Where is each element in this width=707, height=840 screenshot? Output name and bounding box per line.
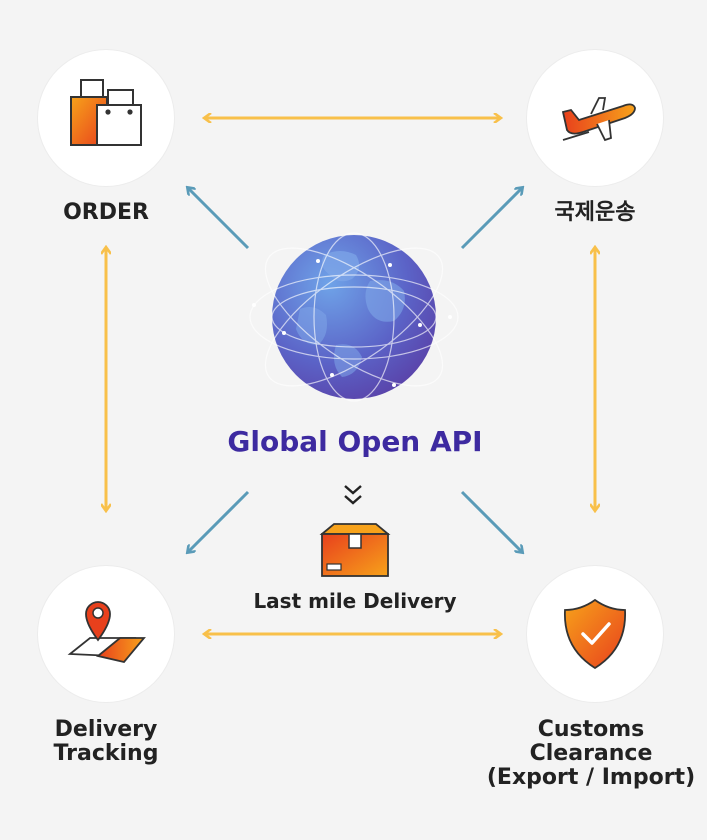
arrow-hub-order (188, 188, 250, 250)
order-label: ORDER (20, 201, 192, 225)
customs-node (527, 566, 663, 702)
double-chevron-down-icon (344, 485, 362, 505)
airplane-icon (561, 97, 636, 142)
customs-label-line-3: (Export / Import) (486, 765, 696, 790)
order-label-line-1: ORDER (63, 200, 149, 225)
map-pin-icon (67, 601, 146, 664)
arrow-hub-tracking (188, 490, 250, 552)
tracking-node (38, 566, 174, 702)
customs-label-line-2: Clearance (529, 741, 653, 766)
customs-label-line-1: Customs (537, 717, 645, 742)
hub-title: Global Open API (227, 425, 483, 458)
shopping-bags-icon (70, 79, 142, 146)
tracking-label: Delivery Tracking (8, 718, 204, 766)
shipping-label-line-1: 국제운송 (554, 200, 636, 225)
shield-check-icon (564, 598, 626, 670)
shipping-label: 국제운송 (509, 201, 681, 225)
last-mile-label: Last mile Delivery (253, 589, 457, 613)
arrow-hub-customs (460, 490, 522, 552)
globe-icon (249, 232, 459, 402)
tracking-label-line-1: Delivery (54, 717, 158, 742)
shipping-node (527, 50, 663, 186)
parcel-box-icon (319, 523, 391, 577)
arrow-hub-shipping (460, 188, 522, 250)
order-node (38, 50, 174, 186)
customs-label: Customs Clearance (Export / Import) (478, 718, 704, 790)
tracking-label-line-2: Tracking (53, 741, 159, 766)
